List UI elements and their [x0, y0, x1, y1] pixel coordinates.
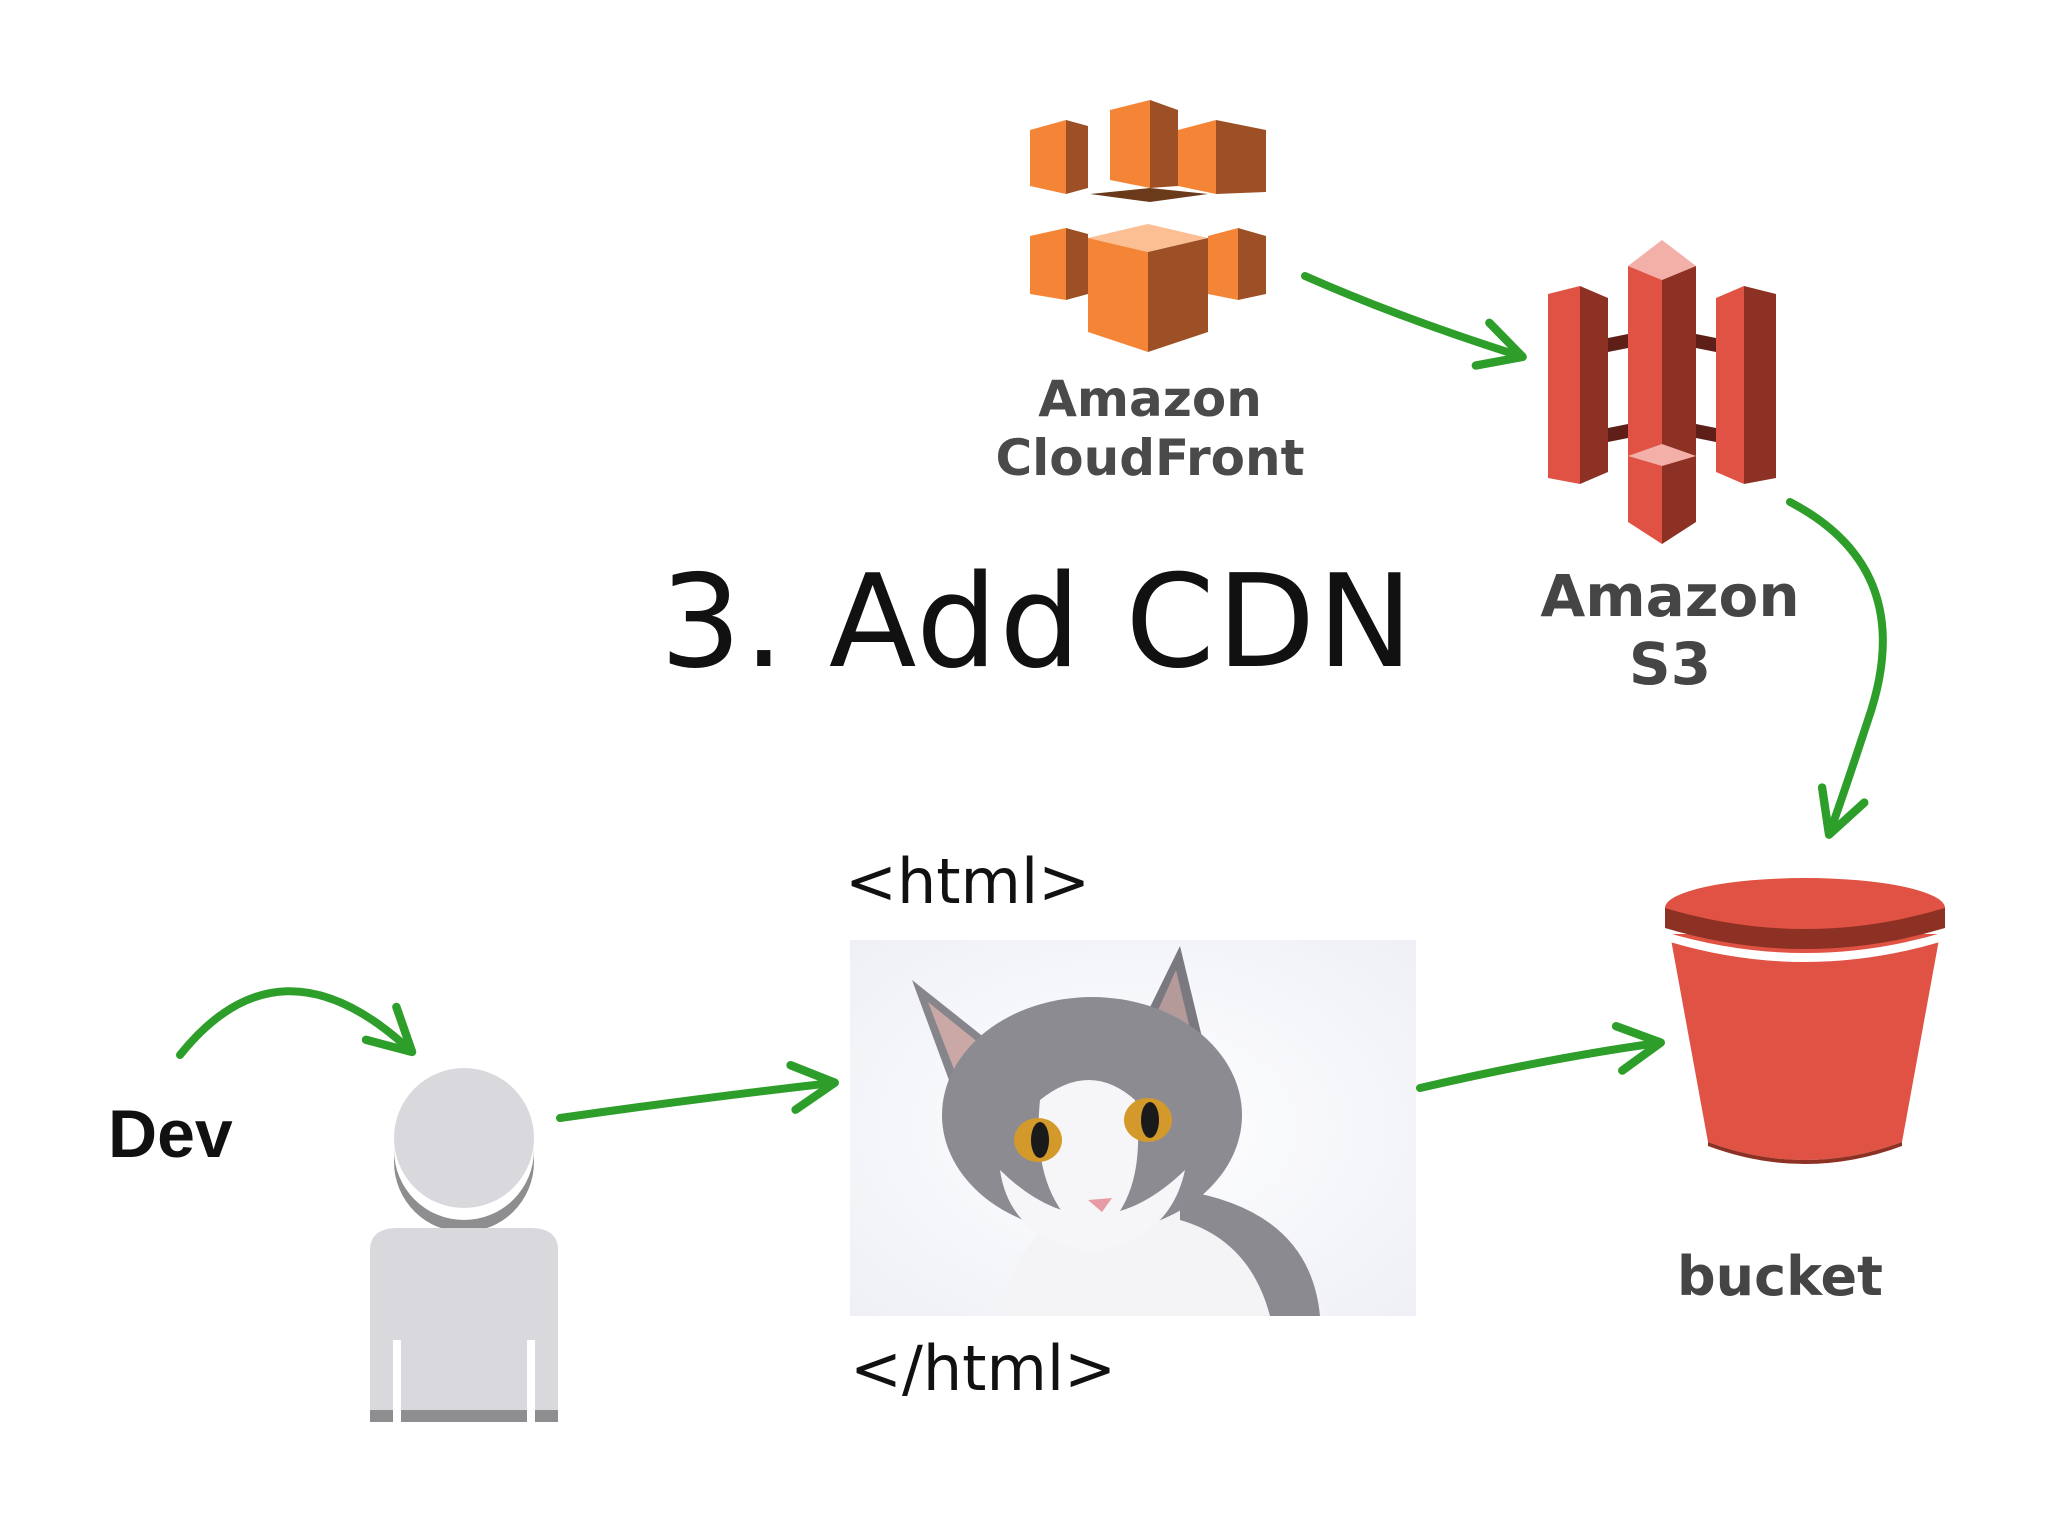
cloudfront-label-line2: CloudFront [995, 429, 1305, 487]
arrow-html-to-bucket [1416, 1022, 1665, 1092]
cat-photo [850, 940, 1416, 1316]
dev-label: Dev [108, 1096, 233, 1172]
cloudfront-icon [1030, 100, 1266, 352]
s3-label: Amazon S3 [1500, 562, 1840, 699]
bucket-icon [1665, 878, 1945, 1164]
bucket-label: bucket [1676, 1245, 1883, 1308]
arrow-cloudfront-to-s3 [1301, 272, 1527, 370]
user-icon [370, 1068, 558, 1422]
cloudfront-label: Amazon CloudFront [960, 370, 1340, 488]
html-close-tag: </html> [850, 1332, 1117, 1405]
s3-label-line1: Amazon [1540, 562, 1800, 630]
arrow-dev-to-html [556, 1060, 839, 1122]
s3-label-line2: S3 [1628, 630, 1712, 699]
html-open-tag: <html> [845, 845, 1091, 918]
slide-title: 3. Add CDN [660, 548, 1415, 697]
cloudfront-label-line1: Amazon [1038, 370, 1262, 428]
arrow-s3-to-bucket [1786, 498, 1887, 839]
s3-icon [1548, 240, 1776, 544]
arrow-dev-loop [176, 987, 417, 1059]
